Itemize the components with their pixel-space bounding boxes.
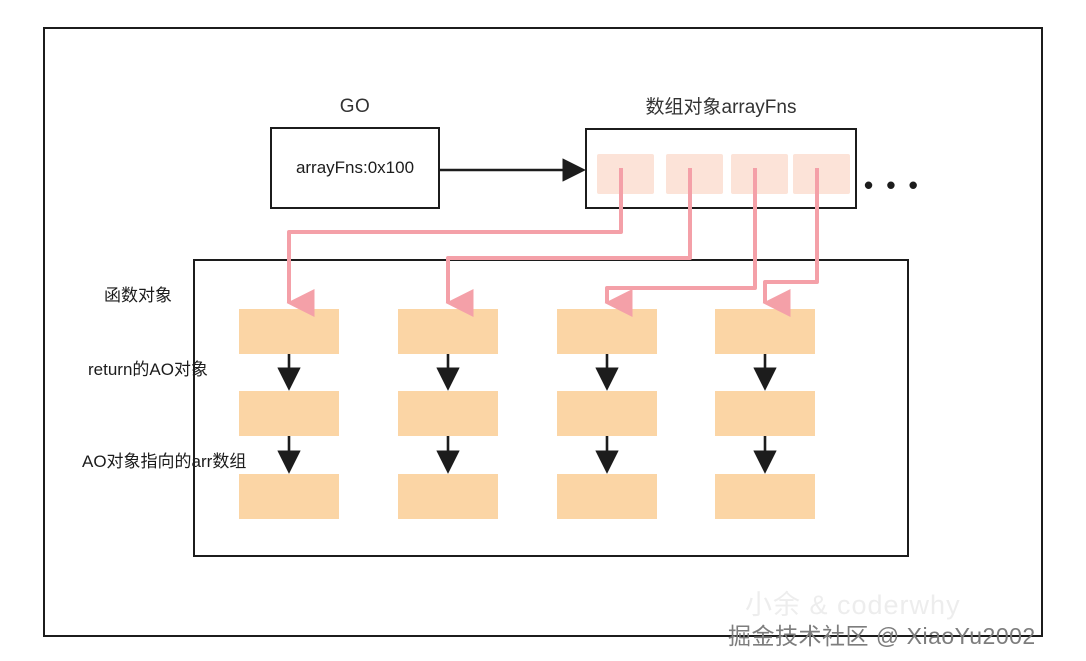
go-box: arrayFns:0x100 — [270, 127, 440, 209]
label-function-object: 函数对象 — [104, 286, 172, 305]
orange-box-c0-r2 — [239, 474, 339, 519]
array-cell-0 — [597, 154, 654, 194]
array-cell-1 — [666, 154, 723, 194]
array-object-title: 数组对象arrayFns — [645, 97, 797, 118]
orange-box-c2-r2 — [557, 474, 657, 519]
orange-box-c1-r0 — [398, 309, 498, 354]
array-ellipsis: • • • — [864, 170, 921, 200]
array-cell-3 — [793, 154, 850, 194]
orange-box-c0-r1 — [239, 391, 339, 436]
orange-box-c1-r1 — [398, 391, 498, 436]
go-box-label: arrayFns:0x100 — [295, 158, 415, 177]
array-object-box — [585, 128, 857, 209]
watermark-account: 掘金技术社区 @ XiaoYu2002 — [728, 623, 1036, 649]
orange-box-c3-r1 — [715, 391, 815, 436]
orange-box-c0-r0 — [239, 309, 339, 354]
watermark-brand: 小余 & coderwhy — [745, 590, 961, 620]
orange-box-c2-r1 — [557, 391, 657, 436]
outer-frame — [43, 27, 1043, 637]
go-title: GO — [339, 96, 371, 117]
label-ao-arr-array: AO对象指向的arr数组 — [82, 452, 247, 471]
orange-box-c3-r0 — [715, 309, 815, 354]
array-cell-2 — [731, 154, 788, 194]
orange-box-c3-r2 — [715, 474, 815, 519]
orange-box-c1-r2 — [398, 474, 498, 519]
orange-box-c2-r0 — [557, 309, 657, 354]
label-returned-ao-object: return的AO对象 — [88, 360, 208, 379]
